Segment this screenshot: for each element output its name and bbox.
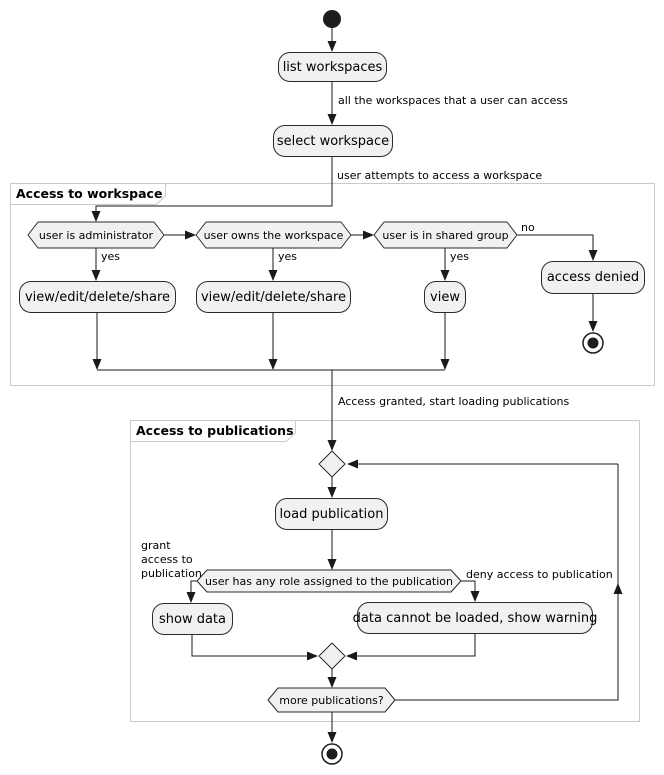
activity-view-edit-delete-share-admin: view/edit/delete/share: [19, 281, 176, 313]
activity-access-denied: access denied: [541, 261, 645, 294]
edge-label-all-workspaces: all the workspaces that a user can acces…: [338, 94, 568, 107]
activity-list-workspaces: list workspaces: [278, 52, 387, 82]
hexagon-user-owns-workspace: [195, 221, 352, 249]
edge-select-to-admin: [91, 157, 333, 222]
activity-show-data: show data: [152, 603, 233, 635]
edge-role-deny: [461, 580, 480, 602]
edge-label-access-granted: Access granted, start loading publicatio…: [338, 395, 570, 408]
end-node-workspace: [582, 332, 604, 354]
edge-label-yes-admin: yes: [101, 250, 121, 263]
edge-shared-no: [517, 234, 598, 261]
start-node: [323, 10, 341, 28]
activity-select-workspace: select workspace: [273, 125, 393, 157]
partition-access-to-publications: [130, 420, 640, 722]
partition-tab-publications: [130, 420, 296, 442]
hexagon-user-in-shared-group: [373, 221, 518, 249]
activity-data-cannot-be-loaded: data cannot be loaded, show warning: [353, 602, 597, 634]
edge-label-grant-line3: publication: [141, 567, 202, 580]
edge-label-grant-line2: access to: [141, 553, 193, 566]
edge-label-no: no: [521, 221, 535, 234]
hexagon-user-is-administrator: [27, 221, 165, 249]
activity-view-edit-delete-share-owner: view/edit/delete/share: [196, 281, 351, 313]
edge-label-deny-access: deny access to publication: [466, 568, 613, 581]
decision-user-in-shared-group: user is in shared group: [382, 228, 509, 242]
edge-label-grant-access: grant access to publication: [141, 539, 202, 581]
decision-user-owns-workspace: user owns the workspace: [203, 228, 344, 242]
partition-tab-workspace: [10, 183, 166, 205]
merge-diamond-bottom: [318, 642, 346, 670]
edge-label-yes-owner: yes: [278, 250, 298, 263]
edge-warning-to-merge2: [346, 634, 476, 661]
decision-user-is-administrator: user is administrator: [38, 228, 154, 242]
activity-view: view: [424, 281, 466, 313]
decision-user-has-role: user has any role assigned to the public…: [205, 574, 453, 588]
edge-showdata-to-merge2: [191, 635, 318, 661]
edge-role-grant: [186, 580, 197, 603]
partition-title-publications: Access to publications: [136, 423, 294, 438]
hexagon-user-has-role: [196, 569, 462, 593]
edge-label-user-attempts: user attempts to access a workspace: [337, 169, 543, 182]
edge-loop-up: [395, 583, 623, 701]
partition-title-workspace: Access to workspace: [16, 186, 163, 201]
end-node-publications: [321, 743, 343, 765]
decision-more-publications: more publications?: [279, 693, 384, 707]
merge-diamond-top: [318, 450, 346, 478]
edge-label-yes-shared: yes: [450, 250, 470, 263]
hexagon-more-publications: [267, 687, 396, 713]
activity-load-publication: load publication: [275, 498, 388, 530]
edge-label-grant-line1: grant: [141, 539, 171, 552]
